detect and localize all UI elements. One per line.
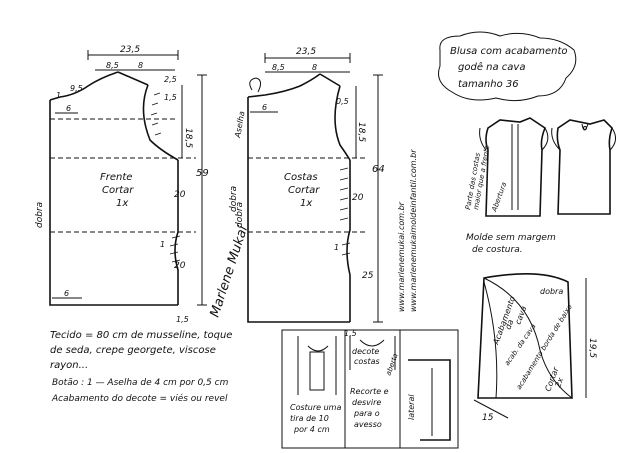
back-pattern-piece: Aselha 23,5 8,5 8 0,5 6 18,5 64 20 25 1 … <box>229 47 385 338</box>
back-cut-label: Cortar <box>288 185 320 196</box>
blouse-sketch: Parte das costas maior que a frente Aber… <box>464 117 616 255</box>
detail-decote: decote <box>352 347 379 356</box>
notes-button: Botão : 1 — Aselha de 4 cm por 0,5 cm <box>52 378 229 388</box>
website-line-1: www.marlenemukai.com.br <box>397 201 406 312</box>
header-title-line-2: godê na cava <box>458 61 525 73</box>
back-seg-left: 8,5 <box>272 63 285 72</box>
front-mark-top: 1 <box>56 91 61 100</box>
back-total-length: 64 <box>372 164 385 175</box>
detail-aberta: aberta <box>384 352 399 376</box>
header-title-line-3: tamanho 36 <box>458 79 519 90</box>
detail-caption-b3: para o <box>353 409 380 418</box>
detail-lateral: lateral <box>407 394 416 420</box>
front-fold-label: dobra <box>35 202 45 228</box>
back-waist-label: 20 <box>352 193 364 203</box>
front-cut-label: Cortar <box>102 185 134 196</box>
front-shoulder-width: 1,5 <box>164 93 177 102</box>
sketch-caption-1: Molde sem margem <box>466 233 556 243</box>
button-loop-icon <box>249 77 262 93</box>
front-neck-height: 2,5 <box>164 75 177 84</box>
back-fold-label: dobra <box>235 202 245 228</box>
detail-caption-b1: Recorte e <box>350 387 389 396</box>
front-mark-bottom: 1 <box>160 240 165 249</box>
back-width-label: 23,5 <box>296 47 316 57</box>
back-hip-label: 25 <box>362 271 374 281</box>
notes-fabric-line-3: rayon... <box>50 360 88 371</box>
back-hem-label: 1,5 <box>344 329 357 338</box>
back-mark-bottom: 1 <box>334 243 339 252</box>
front-total-length: 59 <box>196 168 209 179</box>
detail-caption-a2: tira de 10 <box>290 414 329 423</box>
detail-caption-b2: desvire <box>352 398 381 407</box>
front-bottom-gap: 6 <box>64 289 69 298</box>
front-waist-label: 20 <box>174 190 186 200</box>
front-title: Frente <box>100 172 132 183</box>
front-hem-label: 1,5 <box>176 315 189 324</box>
back-title: Costas <box>284 172 318 183</box>
sketch-note-3: Abertura <box>490 181 508 214</box>
neckline-detail-box: Costure uma tira de 10 por 4 cm decote c… <box>281 329 459 449</box>
front-armhole-label: 18,5 <box>183 128 193 148</box>
godet-dim-bottom: 15 <box>482 413 494 423</box>
back-seg-right: 8 <box>312 63 317 72</box>
godet-finishing-piece: Acabamento da cava acab. da cava acabame… <box>473 273 597 423</box>
header-title-cloud: Blusa com acabamento godê na cava tamanh… <box>438 31 577 102</box>
front-seg-right: 8 <box>138 61 143 70</box>
notes-fabric-line-2: de seda, crepe georgete, viscose <box>50 345 216 356</box>
header-title-line-1: Blusa com acabamento <box>450 46 568 57</box>
front-width-label: 23,5 <box>120 45 140 55</box>
front-pattern-piece: 23,5 8,5 8 2,5 1,5 9,5 6 1 18,5 59 20 20… <box>35 45 209 324</box>
back-neck-height: 0,5 <box>336 97 349 106</box>
godet-qty-label: 2x <box>553 376 565 389</box>
front-side-fold-label: dobra <box>229 186 239 212</box>
detail-caption-a3: por 4 cm <box>293 425 330 434</box>
back-qty-label: 1x <box>300 198 312 209</box>
front-shoulder-drop: 9,5 <box>70 84 83 93</box>
designer-signature: Marlene Mukai <box>208 224 252 319</box>
detail-costas: costas <box>354 357 380 366</box>
back-loop-label: Aselha <box>233 110 247 139</box>
front-seg-left: 8,5 <box>106 61 119 70</box>
front-hip-label: 20 <box>174 261 186 271</box>
notes-fabric-line-1: Tecido = 80 cm de musseline, toque <box>50 330 232 341</box>
notes-finish: Acabamento do decote = viés ou revel <box>51 393 228 404</box>
fabric-notes: Tecido = 80 cm de musseline, toque de se… <box>50 330 232 404</box>
back-armhole-label: 18,5 <box>356 122 366 142</box>
sketch-caption-2: de costura. <box>472 245 523 255</box>
godet-dim-right: 19,5 <box>587 338 597 358</box>
back-side-gap: 6 <box>262 103 267 112</box>
front-side-gap: 6 <box>66 104 71 113</box>
godet-fold-label: dobra <box>540 287 563 296</box>
detail-caption-b4: avesso <box>354 420 382 429</box>
website-line-2: www.marlenemukaimoldeinfantil.com.br <box>409 149 418 312</box>
front-qty-label: 1x <box>116 198 128 209</box>
godet-label-2: da <box>503 318 515 331</box>
detail-caption-a1: Costure uma <box>290 403 341 412</box>
